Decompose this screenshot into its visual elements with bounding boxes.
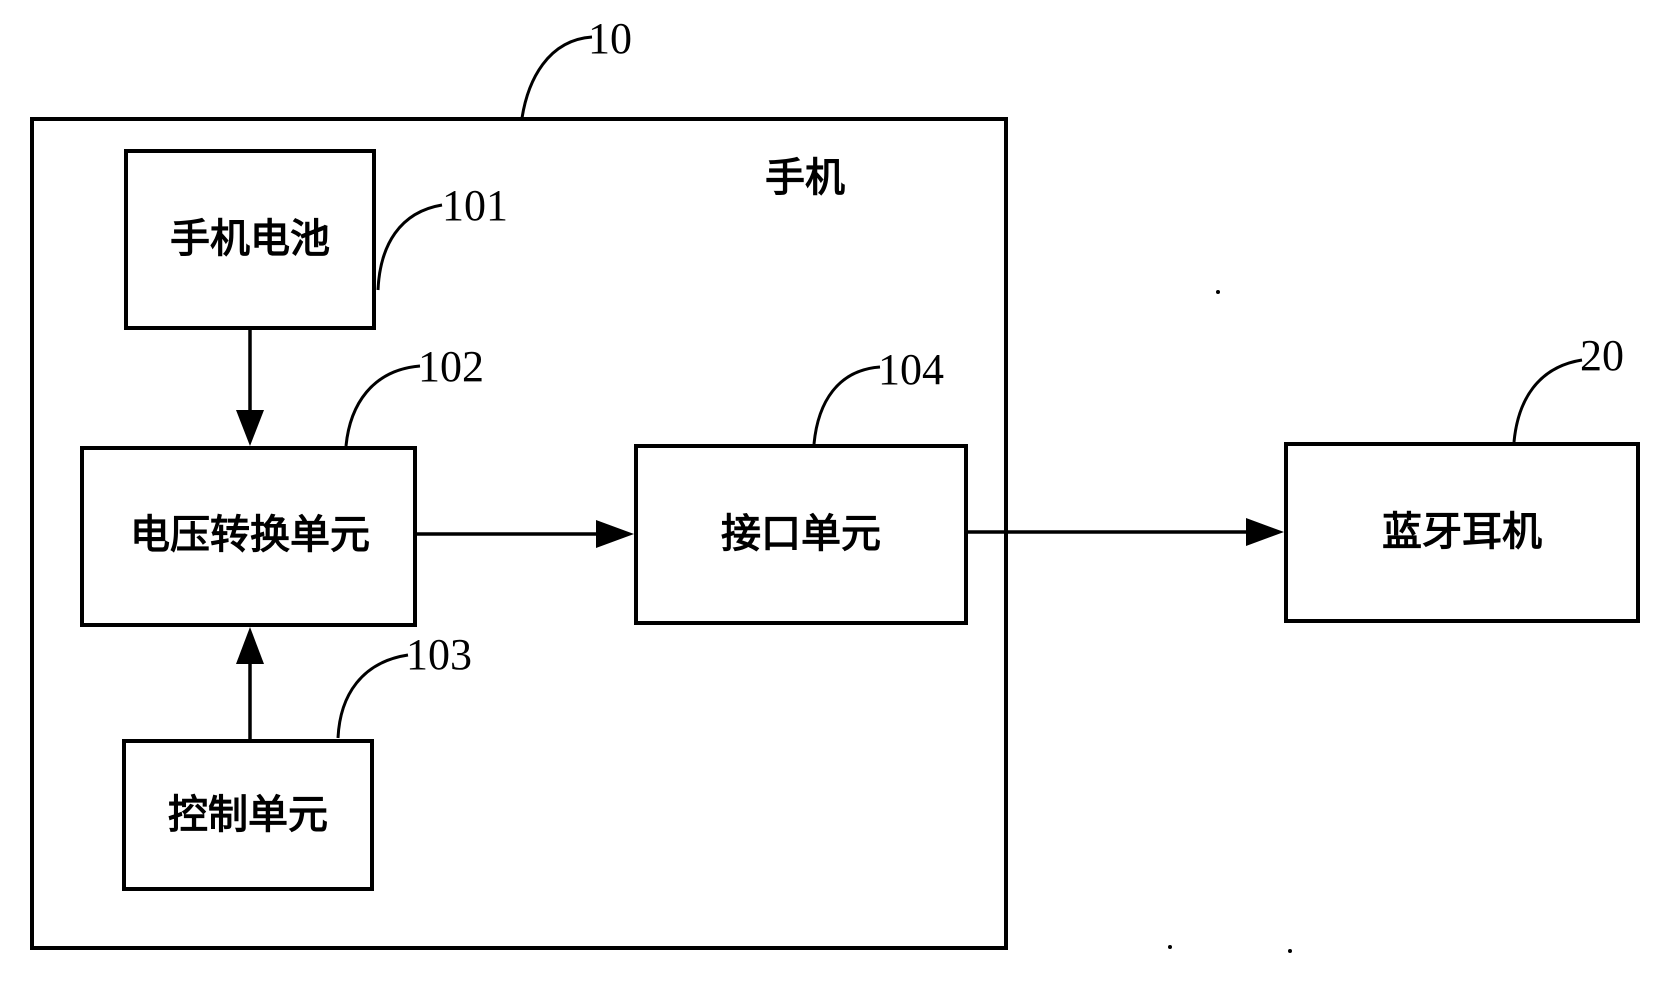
phone-container-leader <box>520 35 593 119</box>
scan-speck <box>1168 945 1172 949</box>
battery-ref: 101 <box>442 181 508 230</box>
voltage-converter-leader <box>344 364 421 447</box>
arrow-converter-to-interface-head <box>596 520 634 548</box>
bluetooth-headset-label: 蓝牙耳机 <box>1382 509 1542 555</box>
arrow-control-to-converter-head <box>236 627 264 664</box>
bluetooth-headset-ref: 20 <box>1580 331 1624 380</box>
control-block <box>122 739 374 891</box>
interface-label: 接口单元 <box>721 511 881 557</box>
control-leader <box>336 653 409 739</box>
bluetooth-headset-leader <box>1512 358 1583 443</box>
arrow-battery-to-converter-head <box>236 410 264 446</box>
arrow-interface-to-headset-head <box>1246 518 1284 546</box>
interface-leader <box>812 365 881 445</box>
voltage-converter-block <box>80 446 417 627</box>
phone-container-label: 手机 <box>765 155 845 201</box>
interface-ref: 104 <box>878 345 944 394</box>
voltage-converter-ref: 102 <box>418 342 484 391</box>
interface-block <box>634 444 968 625</box>
scan-speck <box>1216 290 1220 294</box>
bluetooth-headset-block <box>1284 442 1640 623</box>
phone-container-ref: 10 <box>588 14 632 63</box>
scan-speck <box>1288 949 1292 953</box>
battery-leader <box>376 203 443 291</box>
voltage-converter-label: 电压转换单元 <box>130 512 370 558</box>
control-label: 控制单元 <box>168 792 328 838</box>
battery-block <box>124 149 376 330</box>
control-ref: 103 <box>406 630 472 679</box>
battery-label: 手机电池 <box>170 216 330 262</box>
